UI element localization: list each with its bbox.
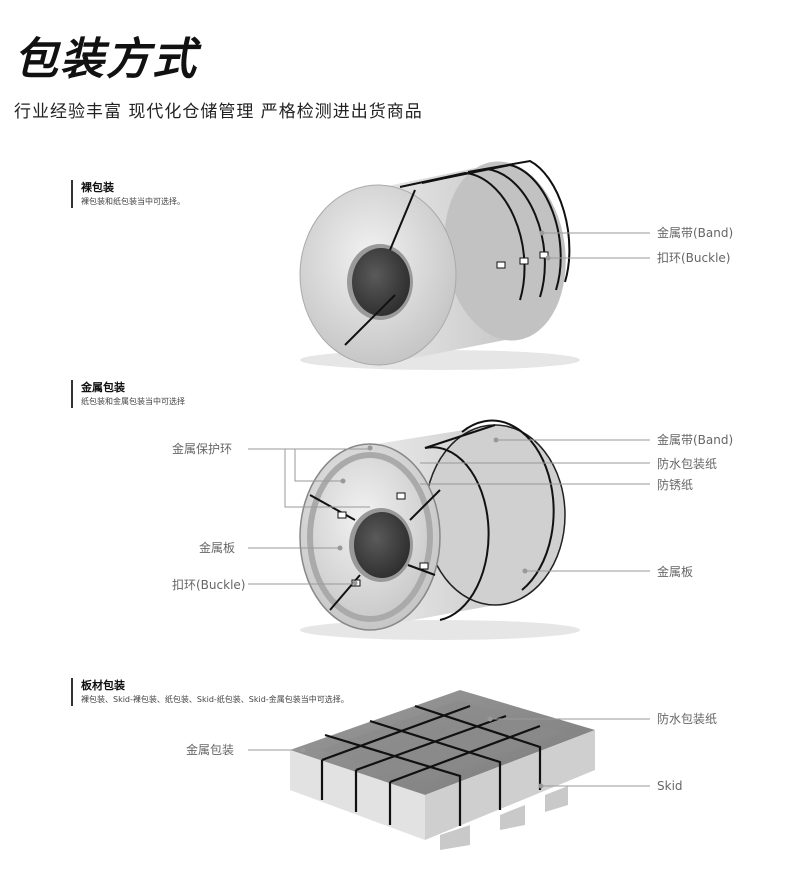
page-subtitle: 行业经验丰富 现代化仓储管理 严格检测进出货商品 — [14, 102, 423, 122]
label-antirust-paper: 防锈纸 — [657, 478, 694, 492]
section-metal-header: 金属包装 纸包装和金属包装当中可选择 — [71, 380, 185, 408]
section-sheet-desc: 裸包装、Skid-裸包装、纸包装、Skid-纸包装、Skid-金属包装当中可选择… — [81, 695, 349, 704]
page-title: 包装方式 — [14, 34, 198, 85]
section-bare-title: 裸包装 — [81, 181, 114, 194]
metal-coil-figure — [248, 419, 650, 640]
label-metal-plate-left: 金属板 — [199, 541, 236, 555]
label-buckle-2: 扣环(Buckle) — [172, 578, 246, 592]
label-buckle: 扣环(Buckle) — [657, 251, 731, 265]
section-bare-header: 裸包装 裸包装和纸包装当中可选择。 — [71, 180, 185, 208]
label-metal-pack: 金属包装 — [186, 743, 235, 757]
section-sheet-title: 板材包装 — [81, 679, 125, 692]
sheet-stack-figure — [248, 690, 650, 850]
label-skid: Skid — [657, 779, 683, 793]
section-sheet-header: 板材包装 裸包装、Skid-裸包装、纸包装、Skid-纸包装、Skid-金属包装… — [71, 678, 349, 706]
section-metal-title: 金属包装 — [81, 381, 125, 394]
label-waterproof-paper: 防水包装纸 — [657, 457, 718, 471]
label-band: 金属带(Band) — [657, 226, 734, 240]
label-metal-ring: 金属保护环 — [172, 442, 233, 456]
section-bare-desc: 裸包装和纸包装当中可选择。 — [81, 197, 185, 206]
label-band-2: 金属带(Band) — [657, 433, 734, 447]
label-waterproof-paper-2: 防水包装纸 — [657, 712, 718, 726]
bare-coil-figure — [299, 159, 650, 370]
section-metal-desc: 纸包装和金属包装当中可选择 — [81, 397, 185, 406]
label-metal-plate-right: 金属板 — [657, 565, 694, 579]
